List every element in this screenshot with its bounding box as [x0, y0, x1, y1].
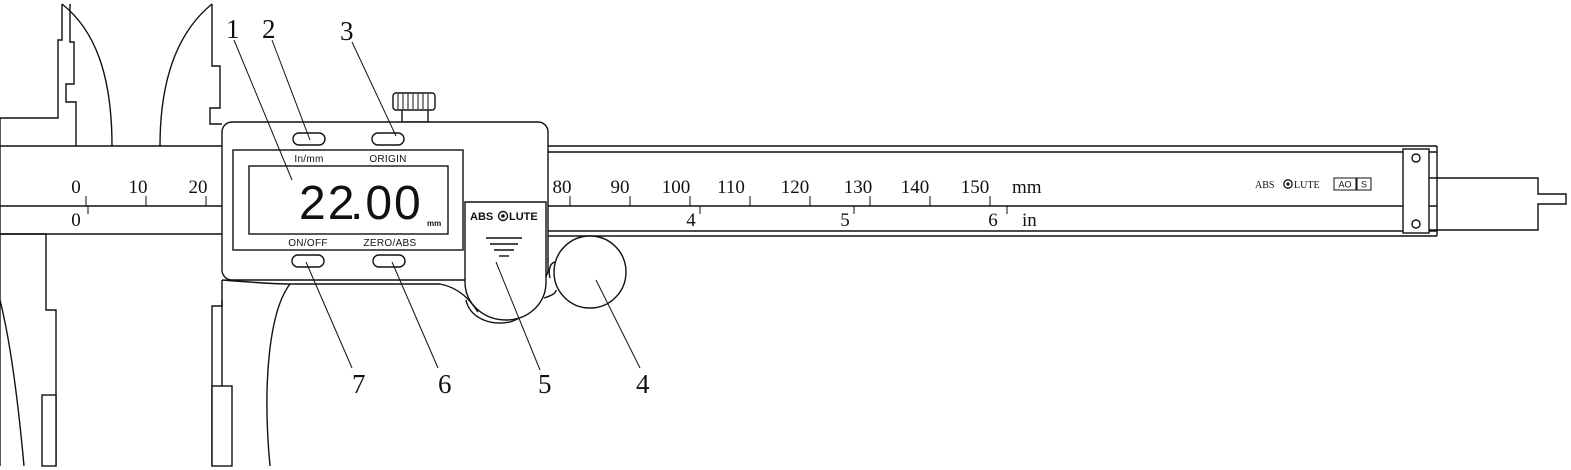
depth-rod — [1402, 148, 1567, 234]
leader-lines — [233, 39, 641, 371]
callout-number: 3 — [340, 16, 354, 46]
main-scale-unit: mm — [1012, 177, 1042, 198]
main-scale-label: 80 — [553, 177, 572, 198]
callouts: 1 2 3 4 5 6 7 — [226, 14, 650, 399]
main-scale-label: 150 — [961, 177, 990, 198]
inch-scale-label: 4 — [686, 210, 696, 231]
callout-number: 6 — [438, 369, 452, 399]
sliding-jaw-upper — [159, 3, 222, 147]
thumb-wheel — [548, 235, 627, 309]
battery-cover-brand: ABS — [470, 211, 493, 223]
button-on-off-label: ON/OFF — [288, 238, 328, 249]
lcd-unit: mm — [427, 219, 441, 228]
beam-brand-box2: S — [1361, 180, 1367, 190]
callout-number: 5 — [538, 369, 552, 399]
button-origin-label: ORIGIN — [369, 154, 406, 165]
beam-brand-text: ABS — [1255, 180, 1274, 191]
main-scale-label: 100 — [662, 177, 691, 198]
beam-brand-mark: ABS LUTE AO S — [1255, 177, 1372, 191]
inch-scale-label: 5 — [840, 210, 850, 231]
button-zero-abs-label: ZERO/ABS — [364, 238, 417, 249]
main-scale-label: 130 — [844, 177, 873, 198]
brand-o-icon — [497, 210, 509, 222]
inch-scale-label: 0 — [71, 210, 81, 231]
lcd-reading-int: 22 — [299, 177, 356, 230]
inch-scale-unit: in — [1022, 210, 1037, 231]
callout-number: 4 — [636, 369, 650, 399]
beam-brand-text-tail: LUTE — [1294, 180, 1320, 191]
sliding-jaw-lower — [211, 280, 291, 467]
beam-brand-o-icon — [1283, 179, 1293, 189]
button-in-mm[interactable]: In/mm — [292, 132, 326, 165]
button-in-mm-label: In/mm — [294, 154, 323, 165]
main-scale-label: 120 — [781, 177, 810, 198]
ground-symbol-icon — [486, 237, 522, 257]
lcd-reading-dec: .00 — [350, 177, 423, 230]
button-zero-abs[interactable]: ZERO/ABS — [364, 238, 417, 268]
main-scale-label: 10 — [129, 177, 148, 198]
main-scale-label: 140 — [901, 177, 930, 198]
beam-brand-box1: AO — [1338, 180, 1351, 190]
brand-dot-icon — [501, 214, 505, 218]
inch-scale-label: 6 — [988, 210, 998, 231]
beam-brand-dot-icon — [1286, 182, 1290, 186]
main-scale-label: 20 — [189, 177, 208, 198]
main-scale-labels: 0 10 20 80 90 100 110 120 130 140 150 mm — [71, 177, 1042, 198]
scale-ticks — [85, 196, 1008, 214]
main-scale-label: 110 — [717, 177, 745, 198]
callout-number: 7 — [352, 369, 366, 399]
callout-number: 2 — [262, 14, 276, 44]
inch-scale-labels: 0 4 5 6 in — [71, 210, 1037, 231]
callout-number: 1 — [226, 14, 240, 44]
main-scale-label: 0 — [71, 177, 81, 198]
battery-cover-brand-tail: LUTE — [509, 211, 538, 223]
main-scale-label: 90 — [611, 177, 630, 198]
lcd-display: 22 .00 mm — [299, 177, 441, 230]
fixed-jaw — [0, 3, 113, 467]
lock-screw-knob — [392, 92, 436, 123]
battery-cover: ABS LUTE — [464, 201, 547, 321]
